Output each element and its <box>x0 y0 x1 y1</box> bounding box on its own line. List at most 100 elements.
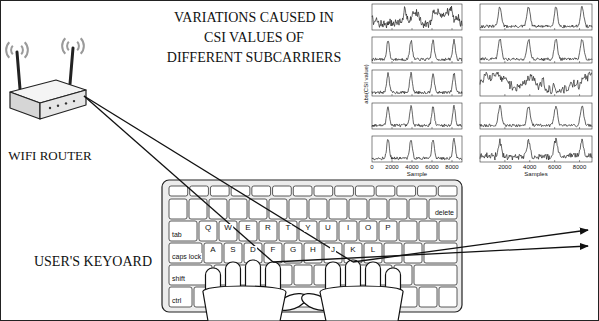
key-cap <box>359 221 377 241</box>
tick-label: 2000 <box>385 164 398 170</box>
router-led <box>73 100 75 102</box>
key-cap <box>429 199 457 219</box>
key-cap <box>169 186 188 196</box>
key-cap <box>169 221 197 241</box>
tick-label: 4000 <box>405 164 418 170</box>
plot-frame <box>372 70 462 96</box>
csi-trace <box>480 6 592 28</box>
key-label: P <box>384 224 391 232</box>
key-cap <box>369 199 387 219</box>
key-cap <box>376 186 395 196</box>
key-label: Q <box>204 224 212 232</box>
key-cap <box>169 287 192 307</box>
router-led <box>57 105 59 107</box>
wifi-wave <box>81 38 84 53</box>
tick-mark <box>432 61 433 63</box>
key-cap <box>264 243 282 263</box>
tick-mark <box>579 94 580 96</box>
tick-mark <box>392 127 393 129</box>
tick-mark <box>432 127 433 129</box>
axis-title: Samples <box>524 171 547 177</box>
key-cap <box>289 199 307 219</box>
csi-trace <box>480 105 592 127</box>
tick-mark <box>579 160 580 162</box>
tick-mark <box>529 127 530 129</box>
tick-mark <box>529 61 530 63</box>
wifi-wave <box>11 46 13 54</box>
key-cap <box>249 199 267 219</box>
key-cap <box>169 243 202 263</box>
tick-label: 4000 <box>523 164 536 170</box>
tick-mark <box>432 94 433 96</box>
signal-ray <box>84 96 353 262</box>
plot-frame <box>480 70 592 96</box>
tick-mark <box>579 127 580 129</box>
key-label: delete <box>434 209 455 216</box>
key-cap <box>314 186 333 196</box>
key-cap <box>210 186 229 196</box>
palm <box>203 286 286 321</box>
key-label: O <box>364 224 372 232</box>
tick-label: 6000 <box>548 164 561 170</box>
key-cap <box>355 186 374 196</box>
tick-mark <box>579 61 580 63</box>
plot-frame <box>480 103 592 129</box>
tick-mark <box>554 94 555 96</box>
antenna <box>17 52 20 89</box>
tick-mark <box>392 28 393 30</box>
key-cap <box>438 186 457 196</box>
tick-mark <box>554 127 555 129</box>
router-body <box>40 90 86 119</box>
wifi-wave <box>67 42 69 50</box>
key-cap <box>229 199 247 219</box>
tick-mark <box>452 127 453 129</box>
router-body <box>10 92 40 119</box>
tick-mark <box>504 61 505 63</box>
key-cap <box>349 199 367 219</box>
tick-mark <box>452 28 453 30</box>
key-label: W <box>223 224 233 232</box>
tick-mark <box>432 28 433 30</box>
key-cap <box>329 199 347 219</box>
wifi-wave <box>77 42 79 50</box>
wifi-wave <box>21 46 23 54</box>
key-cap <box>219 221 237 241</box>
csi-trace <box>372 6 462 28</box>
key-label: R <box>264 224 272 232</box>
csi-trace <box>372 39 462 61</box>
tick-mark <box>529 160 530 162</box>
plot-frame <box>372 136 462 162</box>
key-cap <box>231 186 250 196</box>
tick-mark <box>412 127 413 129</box>
key-cap <box>379 221 397 241</box>
key-cap <box>284 243 302 263</box>
tick-label: 2000 <box>498 164 511 170</box>
tick-mark <box>412 94 413 96</box>
key-cap <box>309 199 327 219</box>
csi-plots <box>372 4 592 162</box>
key-label: I <box>346 224 350 232</box>
tick-mark <box>529 28 530 30</box>
tick-mark <box>432 160 433 162</box>
router-led <box>65 102 67 104</box>
key-cap <box>319 221 337 241</box>
key-cap <box>279 221 297 241</box>
key-label: S <box>229 246 236 254</box>
key-label: ctrl <box>171 297 182 304</box>
key-cap <box>439 287 457 307</box>
key-label: G <box>289 246 297 254</box>
key-cap <box>252 186 271 196</box>
router-icon <box>6 38 86 119</box>
signal-ray <box>273 246 588 262</box>
antenna <box>70 48 73 84</box>
signal-paths <box>84 96 588 262</box>
tick-mark <box>504 160 505 162</box>
key-label: H <box>309 246 317 254</box>
key-label: J <box>330 246 336 254</box>
key-cap <box>414 265 457 285</box>
key-label: L <box>370 246 376 254</box>
key-cap <box>259 221 277 241</box>
tick-mark <box>412 28 413 30</box>
tick-mark <box>412 160 413 162</box>
